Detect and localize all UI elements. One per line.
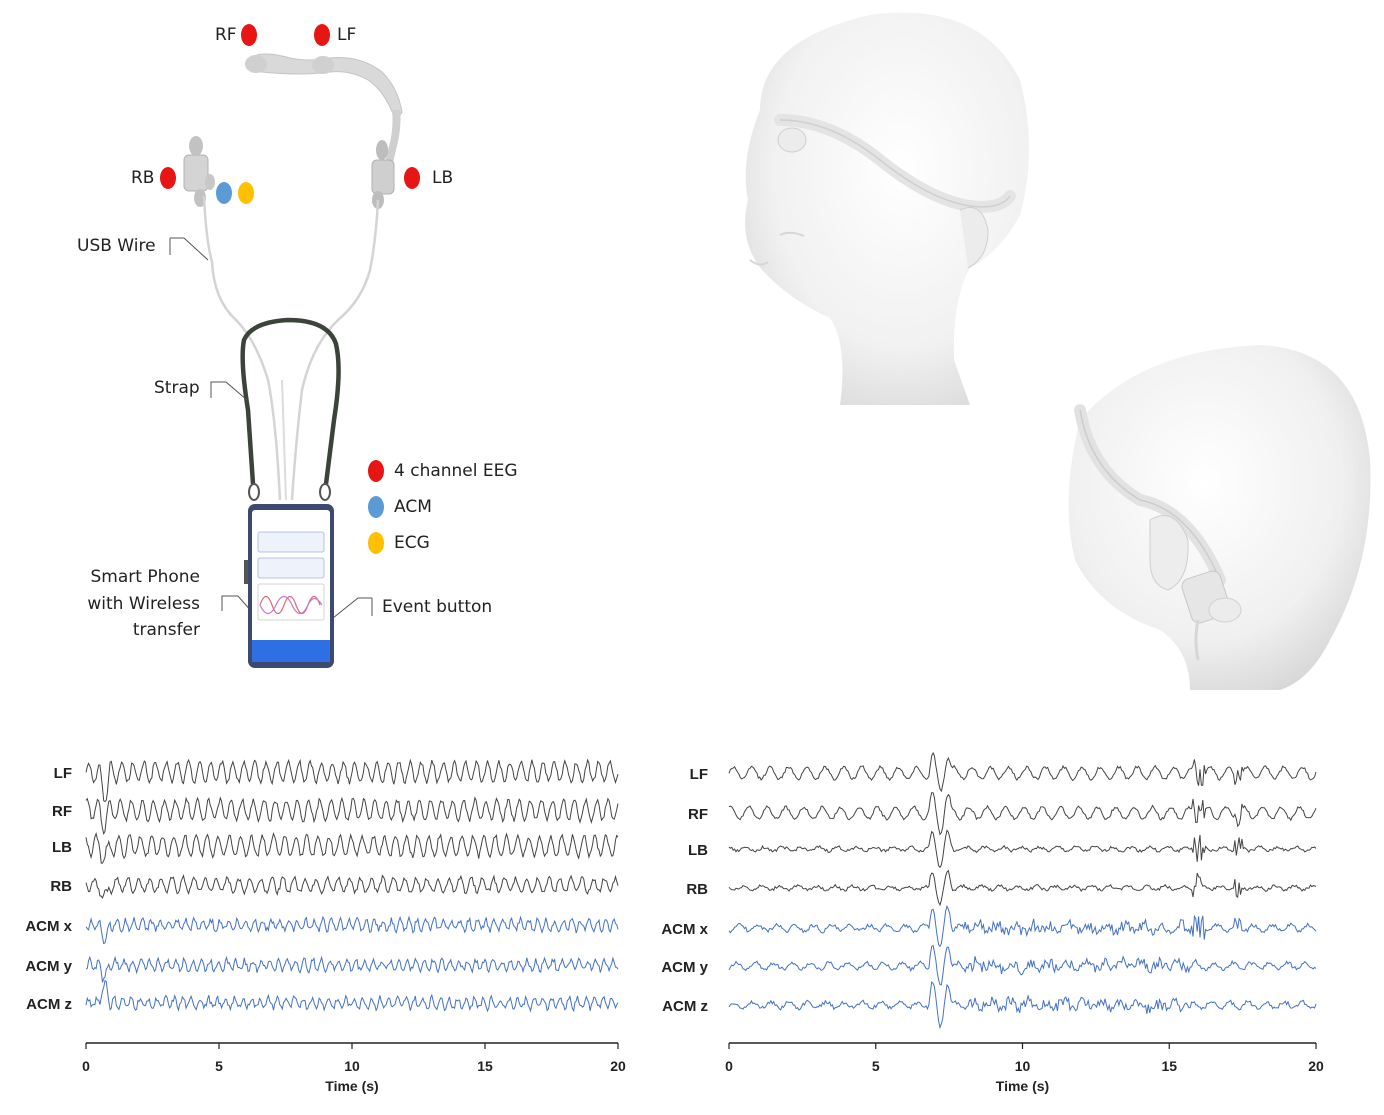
channel-trace-rb [728, 869, 1317, 907]
headband-left-knob [245, 55, 267, 73]
acm-sensor-dot [216, 182, 232, 204]
smartphone [244, 504, 334, 668]
channel-trace-lb [85, 831, 619, 864]
channel-trace-rf [85, 796, 619, 836]
smartphone-label-line3: transfer [132, 620, 200, 640]
channel-trace-lf [728, 751, 1317, 793]
channel-label: RF [52, 803, 72, 820]
legend-label-acm: ACM [394, 497, 432, 517]
x-axis-title: Time (s) [996, 1078, 1049, 1094]
headband-right-arm [384, 110, 401, 168]
channel-label: ACM y [25, 958, 72, 975]
head-front-view [745, 12, 1029, 405]
smartphone-leader [221, 595, 253, 613]
channel-label: ACM x [25, 918, 72, 935]
x-tick-label: 5 [872, 1058, 880, 1074]
strap-clip-right [319, 483, 331, 501]
x-tick-label: 10 [344, 1058, 360, 1074]
usb-wire-left [202, 195, 282, 501]
strap-label: Strap [154, 378, 200, 398]
legend-swatch-ecg [368, 532, 384, 554]
channel-trace-rf [728, 792, 1317, 836]
strap [240, 317, 341, 485]
headband-right-knob [312, 56, 334, 74]
x-tick-label: 5 [215, 1058, 223, 1074]
strap-leader [210, 381, 248, 401]
channel-trace-rb [85, 873, 619, 899]
head-renderings [745, 12, 1371, 690]
usb-wire-center [281, 379, 287, 501]
channel-label: LB [52, 839, 72, 856]
usb-wire-right [290, 199, 380, 501]
x-tick-label: 0 [82, 1058, 90, 1074]
channel-trace-acm-x [728, 904, 1317, 948]
x-tick-label: 20 [1308, 1058, 1324, 1074]
smartphone-label-line1: Smart Phone [90, 567, 201, 587]
lb-earpiece [371, 140, 395, 209]
legend-swatch-eeg [368, 460, 384, 482]
x-tick-label: 15 [1161, 1058, 1177, 1074]
legend-swatch-acm [368, 496, 384, 518]
electrode-label-rb: RB [131, 168, 155, 188]
channel-label: LB [688, 842, 708, 859]
rb-earpiece [183, 136, 215, 207]
lb-electrode-dot [404, 167, 420, 189]
x-tick-label: 15 [477, 1058, 493, 1074]
channel-trace-acm-y [728, 944, 1317, 986]
usb-wire-leader [169, 237, 209, 261]
channel-label: RB [686, 881, 708, 898]
channel-label: LF [54, 765, 72, 782]
x-tick-label: 10 [1015, 1058, 1031, 1074]
channel-label: ACM z [662, 998, 708, 1015]
x-tick-label: 0 [725, 1058, 733, 1074]
legend-label-eeg: 4 channel EEG [394, 461, 518, 481]
channel-trace-acm-z [728, 981, 1317, 1030]
rf-electrode-dot [241, 24, 257, 46]
channel-trace-acm-y [85, 955, 619, 983]
lf-electrode-dot [314, 24, 330, 46]
strap-clip-left [248, 483, 260, 501]
x-axis-title: Time (s) [325, 1078, 378, 1094]
event-button-leader [327, 597, 373, 623]
channel-label: RF [688, 806, 708, 823]
electrode-label-rf: RF [215, 25, 237, 45]
ecg-sensor-dot [238, 182, 254, 204]
device-schematic [169, 53, 403, 668]
x-tick-label: 20 [610, 1058, 626, 1074]
event-button-label: Event button [382, 597, 493, 617]
electrode-label-lb: LB [432, 168, 454, 188]
channel-trace-acm-x [85, 915, 619, 945]
channel-label: LF [690, 766, 708, 783]
rb-electrode-dot [160, 167, 176, 189]
channel-trace-lf [85, 758, 619, 803]
electrode-label-lf: LF [337, 25, 357, 45]
legend-label-ecg: ECG [394, 533, 430, 553]
channel-trace-lb [728, 829, 1317, 869]
usb-wire-label: USB Wire [77, 236, 156, 256]
channel-label: ACM z [26, 996, 72, 1013]
channel-label: ACM y [661, 959, 708, 976]
head-rear-view [1068, 345, 1371, 690]
smartphone-label-line2: with Wireless [87, 594, 200, 614]
channel-trace-acm-z [85, 979, 619, 1013]
channel-label: ACM x [661, 921, 708, 938]
channel-label: RB [50, 878, 72, 895]
